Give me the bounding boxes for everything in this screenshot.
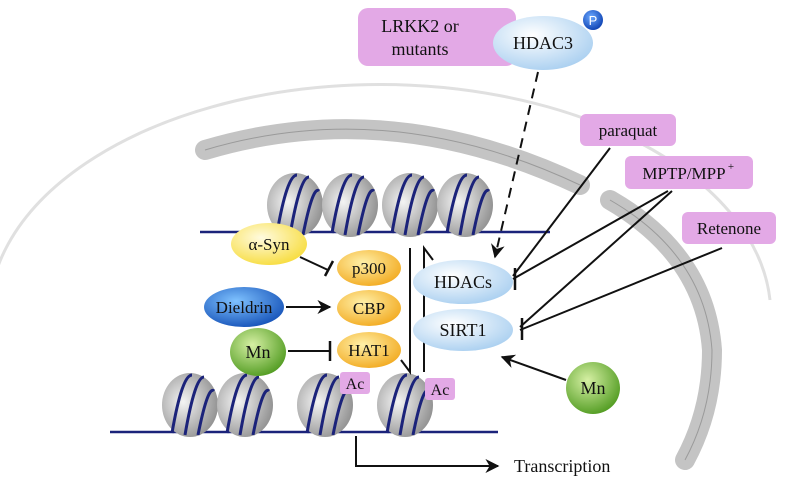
nuclear-envelope-top-edge — [204, 128, 581, 186]
svg-text:MPTP/MPP: MPTP/MPP — [642, 164, 725, 183]
nuclear-envelope-right-edge — [609, 199, 713, 461]
nucleosome-bottom-4 — [377, 373, 433, 437]
cbp-oval: CBP — [337, 290, 401, 326]
svg-text:HDAC3: HDAC3 — [513, 33, 573, 53]
svg-text:mutants: mutants — [392, 39, 449, 59]
paraquat-box: paraquat — [580, 114, 676, 146]
mptp-inhibits-sirt1 — [519, 190, 673, 328]
sirt1-oval: SIRT1 — [413, 309, 513, 351]
svg-text:Retenone: Retenone — [697, 219, 761, 238]
nucleosome-top-3 — [382, 173, 438, 237]
svg-text:Mn: Mn — [245, 342, 270, 362]
svg-text:HAT1: HAT1 — [348, 341, 390, 360]
mn-oval-left: Mn — [230, 328, 286, 376]
mptp-inhibits-hdacs — [512, 190, 669, 280]
transcription-arrow — [355, 436, 500, 473]
svg-text:LRKK2 or: LRKK2 or — [381, 16, 459, 36]
svg-text:P: P — [589, 13, 598, 28]
nucleosome-bottom-2 — [217, 373, 273, 437]
svg-text:CBP: CBP — [353, 299, 385, 318]
cell-membrane — [0, 83, 772, 301]
lrrk2-box: LRKK2 or mutants — [358, 8, 516, 66]
phospho-badge: P — [583, 10, 603, 30]
nucleosome-top-2 — [322, 173, 378, 237]
svg-text:+: + — [728, 161, 734, 173]
svg-text:SIRT1: SIRT1 — [440, 320, 487, 340]
svg-text:Ac: Ac — [346, 376, 365, 393]
alpha-syn-oval: α-Syn — [231, 223, 307, 265]
svg-text:Mn: Mn — [580, 378, 605, 398]
svg-text:Dieldrin: Dieldrin — [216, 298, 273, 317]
retenone-inhibits-sirt1 — [519, 247, 723, 331]
nucleosome-top-1 — [267, 173, 323, 237]
acetylation-half-arrow-down — [400, 248, 411, 375]
svg-text:HDACs: HDACs — [434, 272, 492, 292]
paraquat-inhibits-hdacs — [512, 147, 611, 277]
nucleosome-bottom-1 — [162, 373, 218, 437]
svg-text:Ac: Ac — [431, 382, 450, 399]
hdacs-oval: HDACs — [413, 260, 513, 304]
hdac3-oval: HDAC3 — [493, 16, 593, 70]
svg-text:paraquat: paraquat — [599, 121, 658, 140]
svg-text:α-Syn: α-Syn — [248, 235, 290, 254]
p300-oval: p300 — [337, 250, 401, 286]
transcription-label: Transcription — [514, 456, 610, 476]
svg-text:p300: p300 — [352, 259, 386, 278]
mn-activates-sirt1-arrow — [500, 354, 567, 381]
acetyl-tag-1: Ac — [340, 372, 370, 394]
retenone-box: Retenone — [682, 212, 776, 244]
acetyl-tag-2: Ac — [425, 378, 455, 400]
hdac3-to-hdacs-dashed-arrow — [491, 71, 539, 259]
nucleosome-top-4 — [437, 173, 493, 237]
nuclear-envelope-top — [195, 119, 590, 195]
mptp-box: MPTP/MPP + — [625, 156, 753, 189]
p300-inhibition-bar — [323, 260, 335, 277]
hat1-oval: HAT1 — [337, 332, 401, 368]
dieldrin-oval: Dieldrin — [204, 287, 284, 327]
mn-oval-right: Mn — [566, 362, 620, 414]
nucleosome-bottom-3 — [297, 373, 353, 437]
alpha-syn-inhibits-p300 — [299, 256, 329, 271]
